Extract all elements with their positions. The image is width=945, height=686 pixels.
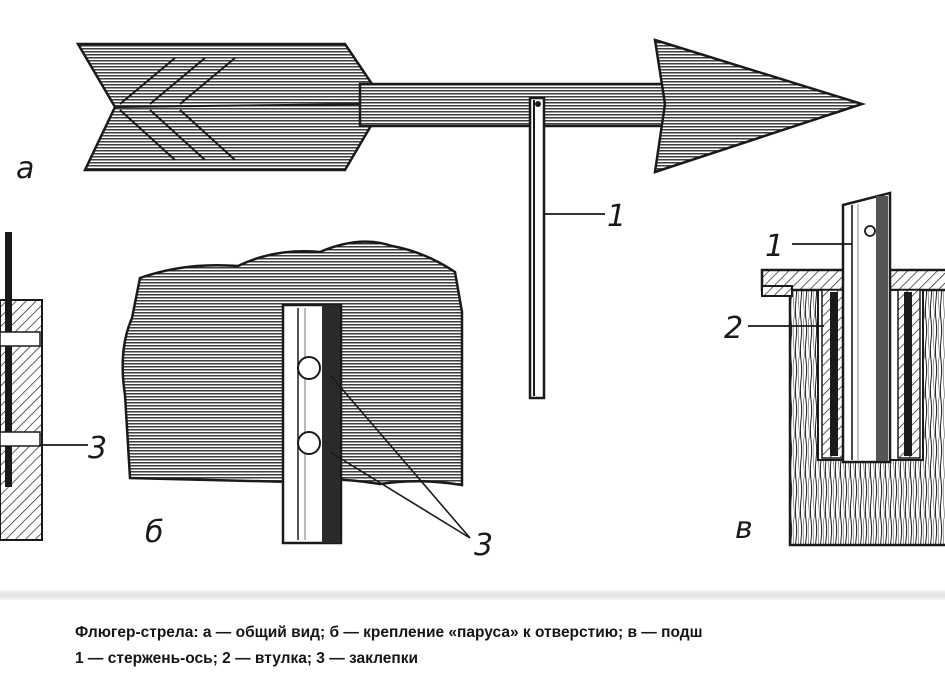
label-rod-v: 1 [765,229,784,264]
rivet-upper [297,356,321,380]
weathervane-figure: 1 а 3 3 б [0,38,945,563]
caption-line-1: Флюгер-стрела: а — общий вид; б — крепле… [75,624,703,641]
bearing-section-view-v: 1 2 в [724,191,945,547]
axis-rod [528,96,546,400]
feather-lines [114,57,373,161]
label-bushing: 2 [724,311,743,346]
label-view-v: в [735,511,753,546]
label-view-a: а [16,151,34,186]
label-rivets-b: 3 [474,528,493,563]
arrow-vane-view-a: 1 а [16,38,867,400]
label-view-b: б [145,515,164,550]
caption-line-2: 1 — стержень-ось; 2 — втулка; 3 — заклеп… [75,650,419,667]
figure-caption: Флюгер-стрела: а — общий вид; б — крепле… [75,620,945,672]
partial-section-left: 3 [0,232,107,541]
label-rivets-left: 3 [88,431,107,466]
sail-attachment-view-b: 3 б [121,240,493,563]
arrow-shaft [358,82,667,128]
arrow-head [653,38,867,174]
label-rod-1: 1 [607,199,626,234]
page-divider [0,590,945,600]
rivet-lower [297,431,321,455]
